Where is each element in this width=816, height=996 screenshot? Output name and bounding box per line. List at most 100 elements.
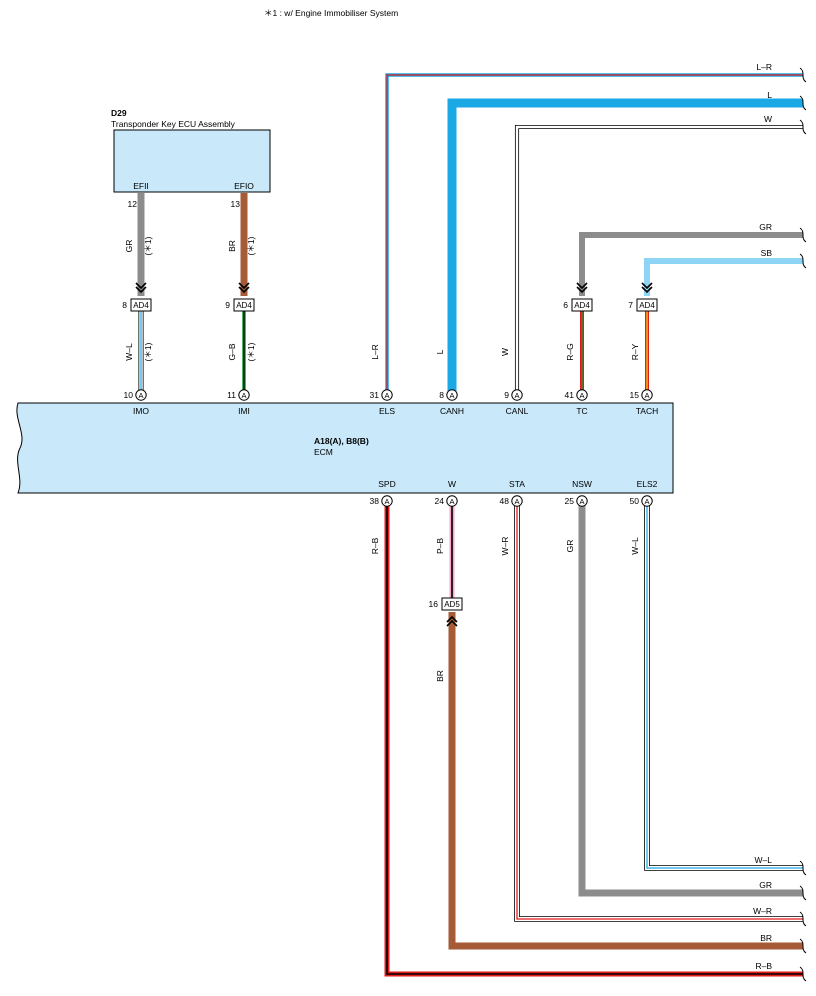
d29-pin-12: 12 — [128, 199, 138, 209]
wire-label-canh: L — [435, 349, 445, 354]
d29-pin-13: 13 — [231, 199, 241, 209]
wire-nsw — [578, 501, 803, 897]
bottom-terminal-name-els2: ELS2 — [637, 479, 658, 489]
wire-els-stripe — [386, 74, 803, 395]
terminal-els-letter: A — [384, 391, 389, 400]
bottom-terminal-els2-circle — [641, 495, 653, 507]
connector-imo-label: AD4 — [133, 301, 149, 310]
terminal-tc-letter: A — [579, 391, 584, 400]
break-top-0 — [799, 67, 807, 83]
d29-terminal-efio: EFIO — [234, 181, 254, 191]
bottom-terminal-nsw-letter: A — [579, 497, 584, 506]
lower-wire-label-w: BR — [435, 670, 445, 682]
wire-label-canl: W — [500, 348, 510, 356]
connector-imi-label: AD4 — [236, 301, 252, 310]
break-bottom-3 — [799, 938, 807, 954]
right-bottom-label-1: GR — [759, 880, 772, 890]
break-bottom-0 — [799, 860, 807, 876]
bottom-pin-spd: 38 — [370, 496, 380, 506]
wire-els2-outline — [644, 501, 803, 871]
wire-label-tach: R–Y — [630, 343, 640, 360]
d29-component: D29 Transponder Key ECU Assembly EFII EF… — [111, 108, 271, 209]
right-top-label-2: W — [764, 114, 772, 124]
terminal-name-canh: CANH — [440, 406, 464, 416]
bottom-terminal-sta-circle — [511, 495, 523, 507]
terminal-imo-circle — [135, 389, 147, 401]
wire-els2-stripe — [646, 501, 803, 869]
pin-tach: 15 — [630, 390, 640, 400]
bottom-pin-w: 24 — [435, 496, 445, 506]
wire-w-lower — [448, 612, 803, 950]
terminal-canl-circle — [511, 389, 523, 401]
terminal-tach-circle — [641, 389, 653, 401]
wire-spd-stripe — [386, 501, 803, 975]
right-bottom-label-4: R–B — [755, 961, 772, 971]
right-top-label-0: L–R — [756, 62, 772, 72]
upper-wire-label-imi: BR — [227, 240, 237, 252]
wire-label-imo: W–L — [124, 343, 134, 361]
footnote: ＊1 : w/ Engine Immobiliser System — [264, 8, 398, 18]
connector-ad5-box — [441, 597, 463, 611]
connector-imi-box — [233, 298, 255, 312]
bottom-terminal-sta-letter: A — [514, 497, 519, 506]
connector-ad5-pin: 16 — [429, 599, 439, 609]
terminal-imi-circle — [238, 389, 250, 401]
connector-tc-box — [571, 298, 593, 312]
bottom-terminal-spd-circle — [381, 495, 393, 507]
terminal-name-imi: IMI — [238, 406, 250, 416]
bottom-terminal-nsw-circle — [576, 495, 588, 507]
bottom-pin-sta: 48 — [500, 496, 510, 506]
terminal-tc-circle — [576, 389, 588, 401]
wire-note-imi: (＊1) — [246, 342, 256, 361]
bottom-wire-label-nsw: GR — [565, 540, 575, 553]
break-bottom-4 — [799, 966, 807, 982]
connector-ad5-label: AD5 — [444, 600, 460, 609]
bottom-terminal-name-w: W — [448, 479, 456, 489]
bottom-pin-nsw: 25 — [565, 496, 575, 506]
right-top-label-3: GR — [759, 222, 772, 232]
connector-tach-box — [636, 298, 658, 312]
bottom-pin-els2: 50 — [630, 496, 640, 506]
connector-tc-label: AD4 — [574, 301, 590, 310]
break-top-4 — [799, 253, 807, 269]
right-bottom-label-3: BR — [760, 933, 772, 943]
chevron-ad5 — [446, 615, 458, 627]
bottom-terminal-els2-letter: A — [644, 497, 649, 506]
pin-canh: 8 — [439, 390, 444, 400]
break-top-1 — [799, 95, 807, 111]
connector-tach-pin: 7 — [628, 300, 633, 310]
upper-wire-note-imi: (＊1) — [246, 236, 256, 255]
bottom-terminal-name-sta: STA — [509, 479, 525, 489]
terminal-imi-letter: A — [241, 391, 246, 400]
wire-sta-stripe — [516, 501, 803, 920]
terminal-tach-letter: A — [644, 391, 649, 400]
terminal-imo-letter: A — [138, 391, 143, 400]
pin-imi: 11 — [227, 390, 236, 400]
right-top-label-1: L — [767, 90, 772, 100]
chevron-tach — [641, 282, 653, 294]
bottom-wire-label-els2: W–L — [630, 537, 640, 555]
bottom-wire-label-w: P–B — [435, 538, 445, 554]
wire-label-els: L–R — [370, 344, 380, 360]
terminal-canh-circle — [446, 389, 458, 401]
terminal-canl-letter: A — [514, 391, 519, 400]
terminal-name-canl: CANL — [506, 406, 529, 416]
connector-imo-box — [130, 298, 152, 312]
wire-tach-upper — [644, 258, 803, 296]
terminals-layer: A10IMOW–L(＊1)(＊1)AD48GRA11IMIG–B(＊1)(＊1)… — [122, 62, 807, 982]
bottom-wire-label-sta: W–R — [500, 537, 510, 556]
connector-tach-label: AD4 — [639, 301, 655, 310]
upper-wire-label-imo: GR — [124, 240, 134, 253]
bottom-terminal-w-circle — [446, 495, 458, 507]
pin-tc: 41 — [565, 390, 575, 400]
d29-box — [113, 129, 271, 193]
ecm-body — [16, 402, 674, 494]
connector-imi-pin: 9 — [225, 300, 230, 310]
terminal-name-imo: IMO — [133, 406, 149, 416]
upper-wire-note-imo: (＊1) — [143, 236, 153, 255]
wire-note-imo: (＊1) — [143, 342, 153, 361]
chevron-tc — [576, 282, 588, 294]
right-bottom-label-2: W–R — [753, 906, 772, 916]
chevron-imi — [238, 282, 250, 294]
